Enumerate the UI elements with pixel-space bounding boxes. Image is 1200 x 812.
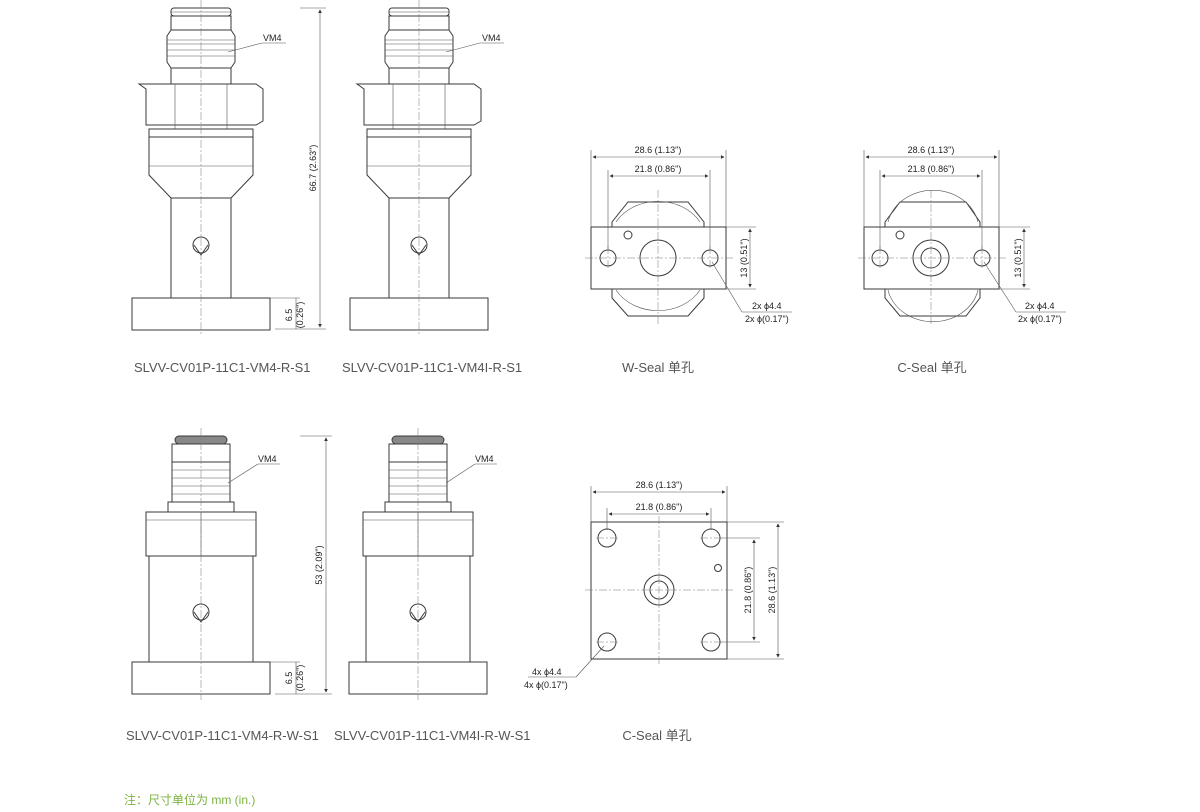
dim-base-in-2: (0.26") (295, 665, 305, 692)
dim-base-mm-1: 6.5 (284, 309, 294, 322)
dim-cseal-width-inner: 21.8 (0.86") (908, 164, 955, 174)
dim-height-short: 53 (2.09") (314, 545, 324, 584)
dim-wseal-hole-mm: 2x ϕ4.4 (752, 301, 782, 311)
part-label-3: SLVV-CV01P-11C1-VM4-R-W-S1 (126, 728, 319, 743)
dim-square-height-inner: 21.8 (0.86") (743, 567, 753, 614)
part-label-2: SLVV-CV01P-11C1-VM4I-R-S1 (342, 360, 522, 375)
cseal-view-top: 28.6 (1.13") 21.8 (0.86") 13 (0.51") 2x … (858, 145, 1066, 325)
callout-vm4-4: VM4 (475, 454, 494, 464)
dim-wseal-width-outer: 28.6 (1.13") (635, 145, 682, 155)
view-label-cseal-top: C-Seal 单孔 (897, 360, 966, 375)
callout-vm4-2: VM4 (482, 33, 501, 43)
dim-cseal-width-outer: 28.6 (1.13") (908, 145, 955, 155)
dim-wseal-width-inner: 21.8 (0.86") (635, 164, 682, 174)
callout-vm4-3: VM4 (258, 454, 277, 464)
dim-cseal-height: 13 (0.51") (1013, 238, 1023, 277)
dim-square-width-outer: 28.6 (1.13") (636, 480, 683, 490)
dim-square-hole-in: 4x ϕ(0.17") (524, 680, 568, 690)
dim-height-tall: 66.7 (2.63") (308, 145, 318, 192)
cseal-view-bottom: 28.6 (1.13") 21.8 (0.86") 21.8 (0.86") 2… (524, 480, 784, 690)
dim-base-in-1: (0.26") (295, 302, 305, 329)
callout-vm4-1: VM4 (263, 33, 282, 43)
view-label-wseal: W-Seal 单孔 (622, 360, 694, 375)
part-label-4: SLVV-CV01P-11C1-VM4I-R-W-S1 (334, 728, 531, 743)
dim-cseal-hole-mm: 2x ϕ4.4 (1025, 301, 1055, 311)
dim-square-height-outer: 28.6 (1.13") (767, 567, 777, 614)
dim-cseal-hole-in: 2x ϕ(0.17") (1018, 314, 1062, 324)
unit-note: 注：尺寸单位为 mm (in.) (124, 792, 255, 807)
dim-square-width-inner: 21.8 (0.86") (636, 502, 683, 512)
wseal-view: 28.6 (1.13") 21.8 (0.86") 13 (0.51") 2x … (585, 145, 792, 325)
dim-base-mm-2: 6.5 (284, 672, 294, 685)
part-label-1: SLVV-CV01P-11C1-VM4-R-S1 (134, 360, 311, 375)
view-label-cseal-bottom: C-Seal 单孔 (622, 728, 691, 743)
dim-wseal-hole-in: 2x ϕ(0.17") (745, 314, 789, 324)
dim-wseal-height: 13 (0.51") (739, 238, 749, 277)
dim-square-hole-mm: 4x ϕ4.4 (532, 667, 562, 677)
